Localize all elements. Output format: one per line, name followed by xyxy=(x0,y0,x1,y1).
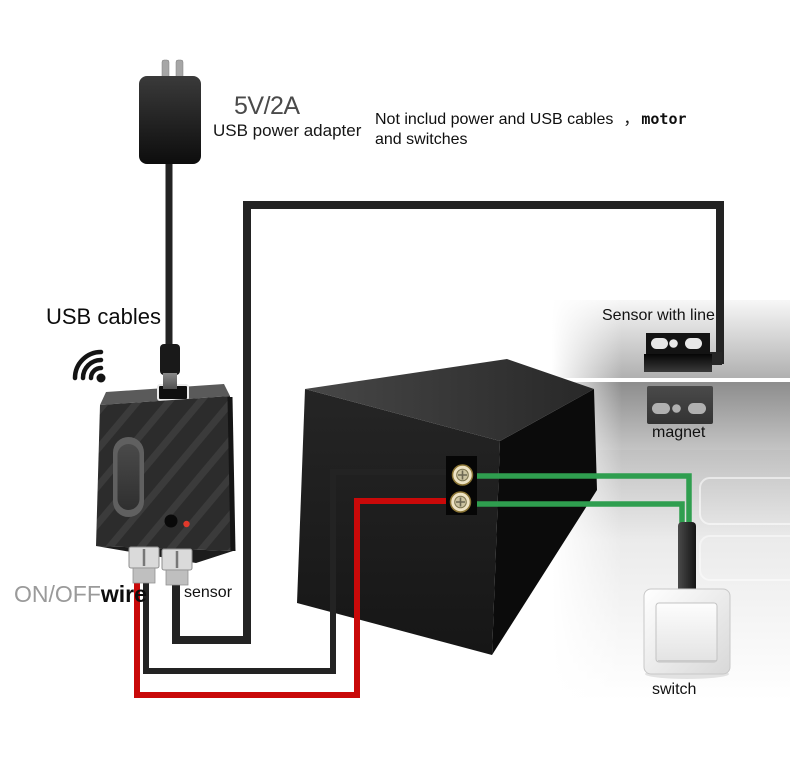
switch-green-wire-upper xyxy=(467,473,692,532)
bg-panel-outline xyxy=(699,477,790,525)
sensor-with-line-label: Sensor with line xyxy=(602,307,715,324)
note-line2: and switches xyxy=(375,131,468,148)
onoff-label: ON/OFF xyxy=(14,581,101,607)
note-text: Not includ power and USB cables ，motor an… xyxy=(375,109,687,150)
terminal-screw-top xyxy=(451,464,474,486)
onoff-black-wire xyxy=(143,469,452,674)
adapter-body xyxy=(139,76,201,164)
note-line1: Not includ power and USB cables ，motor xyxy=(375,109,687,130)
power-rating-label: 5V/2A xyxy=(234,92,300,120)
sensor-connector xyxy=(161,548,193,586)
wall-switch xyxy=(643,522,731,679)
sensor-bracket-hole xyxy=(669,339,678,348)
magnet-hole xyxy=(688,403,706,414)
wire-label: wire xyxy=(100,581,147,607)
magnet-body xyxy=(647,386,713,424)
switch-rocker xyxy=(655,602,718,663)
sensor-bracket-hole xyxy=(685,338,702,349)
switch-label: switch xyxy=(652,681,697,698)
device-pill-inset xyxy=(117,444,140,510)
micro-usb-plug-boot xyxy=(160,344,180,375)
sensor-label: sensor xyxy=(184,584,233,601)
onoff-wire-label: ON/OFFwire xyxy=(14,581,147,607)
wifi-icon xyxy=(72,349,106,383)
device-button xyxy=(164,514,178,528)
motor-top-face xyxy=(305,359,594,441)
magnet-hole xyxy=(672,404,681,413)
note-line1-text: Not includ power and USB cables xyxy=(375,111,614,128)
usb-power-adapter-label: USB power adapter xyxy=(213,121,362,140)
bg-panel-outline xyxy=(699,535,790,581)
device-right-edge xyxy=(227,396,236,552)
sensor-bracket-hole xyxy=(651,338,668,349)
bg-divider-line xyxy=(552,378,790,382)
usb-power-adapter xyxy=(139,59,201,164)
magnet-hole xyxy=(652,403,670,414)
magnet-label: magnet xyxy=(652,424,706,441)
onoff-red-wire xyxy=(134,498,452,698)
motor-box xyxy=(297,359,597,655)
motor-front-face xyxy=(297,389,500,655)
wifi-smart-switch-device xyxy=(96,344,236,563)
switch-cable xyxy=(678,522,696,594)
micro-usb-plug-metal xyxy=(163,373,177,389)
motor-right-face xyxy=(492,389,597,655)
sensor-bracket-body xyxy=(644,354,712,372)
note-comma: ， xyxy=(623,111,640,128)
note-motor-word: motor xyxy=(641,110,687,128)
device-status-led xyxy=(183,520,190,528)
magnet-block xyxy=(647,386,713,424)
onoff-connector xyxy=(128,546,160,584)
terminal-screw-bottom xyxy=(449,491,472,513)
usb-cables-label: USB cables xyxy=(46,304,161,329)
door-sensor-bracket xyxy=(644,333,722,372)
